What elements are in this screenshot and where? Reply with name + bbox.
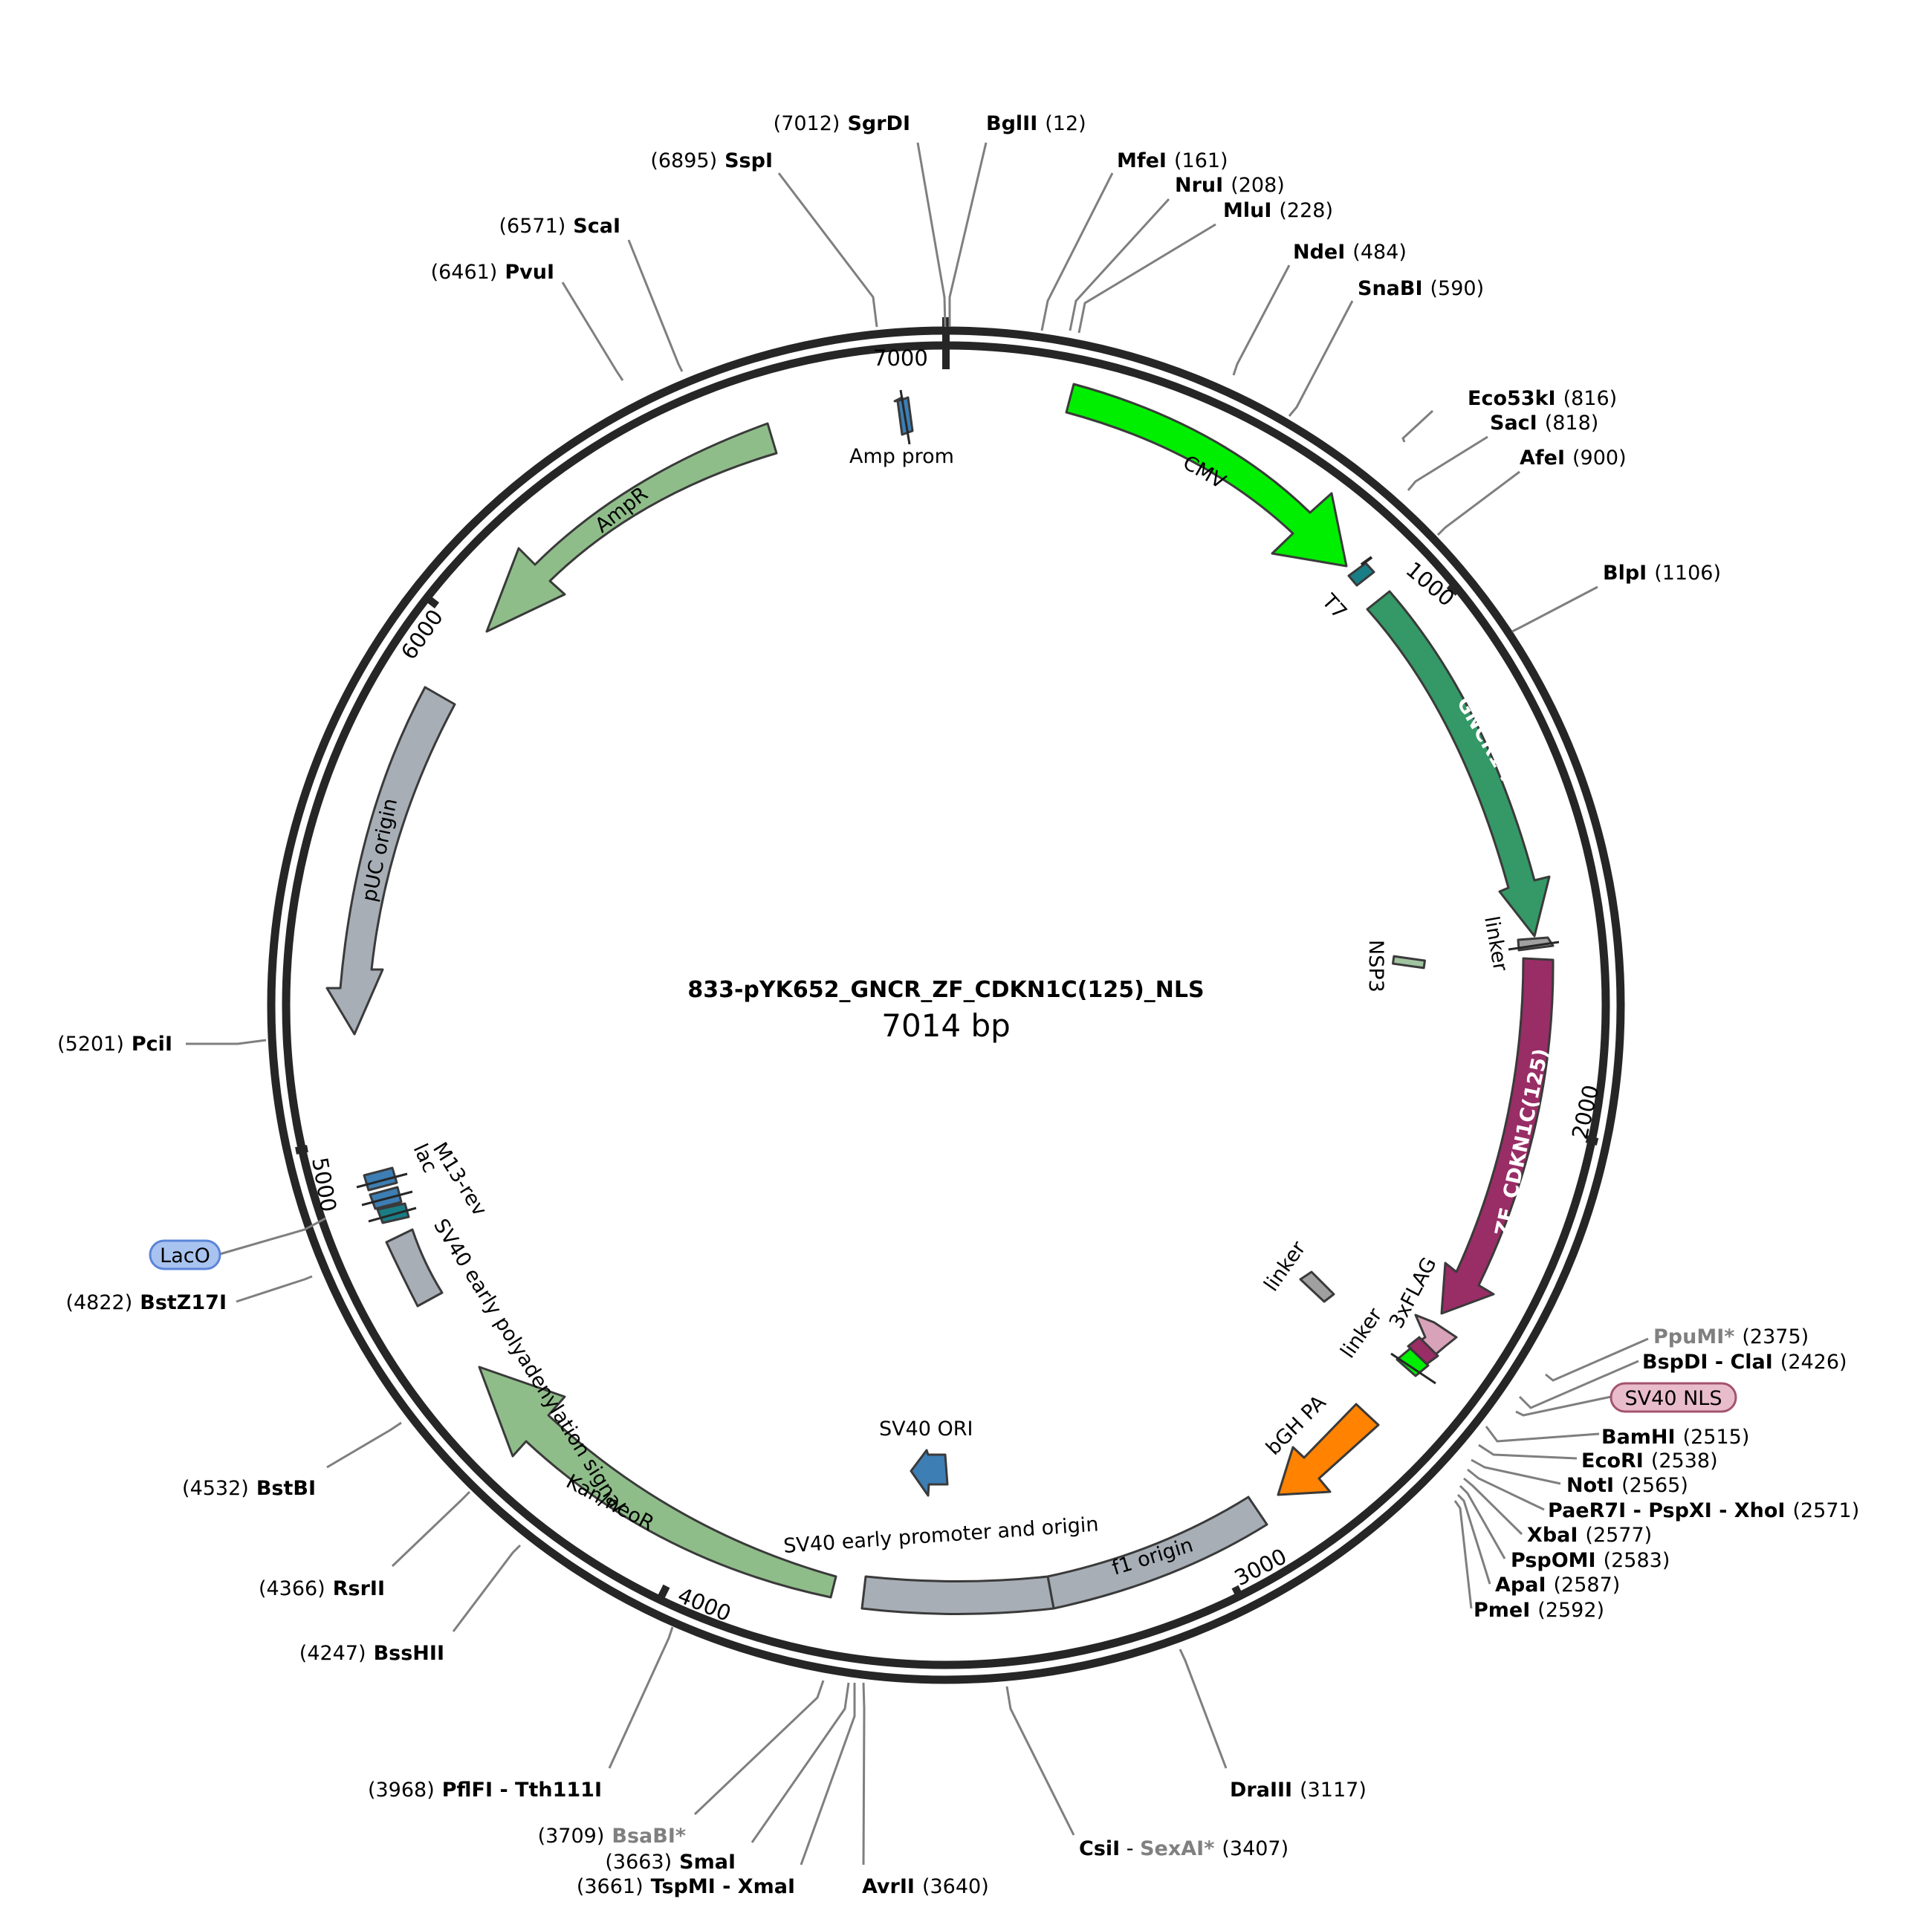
site-mfei: MfeI(161) [1117, 149, 1228, 172]
site-xbai: XbaI(2577) [1527, 1524, 1652, 1547]
site-tspmi-xmai: (3661)TspMI - XmaI [577, 1875, 795, 1898]
feature-green-tag [1395, 1347, 1430, 1377]
boxed-label-laco: LacO [149, 1217, 326, 1270]
feature-f1-origin [1046, 1496, 1268, 1610]
laco-text: LacO [160, 1244, 210, 1267]
site-ndei: NdeI(484) [1293, 241, 1407, 264]
site-ppumi: PpuMI*(2375) [1653, 1325, 1809, 1348]
site-bstbi: (4532)BstBI [182, 1477, 316, 1500]
site-labels: (7012)SgrDI BglII(12) (6895)SspI MfeI(16… [57, 112, 1859, 1898]
tick-label-2000: 2000 [1567, 1082, 1604, 1142]
label-m13-rev: M13-rev [428, 1138, 491, 1220]
site-xhoi: PaeR7I - PspXI - XhoI(2571) [1548, 1499, 1859, 1522]
site-eco53ki: Eco53kI(816) [1468, 387, 1617, 410]
tick-label-7000: 7000 [873, 345, 928, 371]
label-linker-2: linker [1260, 1236, 1311, 1296]
site-bamhi: BamHI(2515) [1601, 1426, 1749, 1449]
site-pflfi-tth111i: (3968)PflFI - Tth111I [368, 1779, 602, 1802]
feature-sv40-promoter [860, 1575, 1055, 1615]
site-snabi: SnaBI(590) [1358, 277, 1484, 300]
feature-gncr1-n [1366, 590, 1551, 938]
site-sspi: (6895)SspI [650, 149, 773, 172]
feature-t7 [1347, 562, 1375, 587]
site-csii-sexai: CsiI - SexAI*(3407) [1079, 1837, 1288, 1860]
site-nrui: NruI(208) [1175, 174, 1285, 197]
site-bstz17i: (4822)BstZ17I [65, 1291, 227, 1314]
feature-kan-neor [478, 1366, 837, 1599]
sv40-nls-text: SV40 NLS [1625, 1387, 1722, 1410]
label-sv40-ori: SV40 ORI [879, 1418, 973, 1441]
site-ecori: EcoRI(2538) [1581, 1449, 1718, 1472]
tick-label-1000: 1000 [1401, 556, 1459, 611]
site-bspdi-clai: BspDI - ClaI(2426) [1642, 1351, 1847, 1374]
site-bglii: BglII(12) [986, 112, 1086, 135]
label-linker-1: linker [1479, 915, 1512, 974]
label-t7: T7 [1317, 589, 1351, 624]
site-pspomi: PspOMI(2583) [1511, 1549, 1670, 1572]
tick-marks [295, 317, 1599, 1600]
site-pvui: (6461)PvuI [431, 261, 554, 284]
feature-linker-2 [1299, 1270, 1335, 1303]
site-bsabi: (3709)BsaBI* [538, 1825, 686, 1848]
site-pcii: (5201)PciI [57, 1033, 172, 1056]
feature-cmv [1065, 383, 1348, 568]
feature-sv40-ori [910, 1449, 949, 1497]
features [325, 383, 1560, 1615]
site-rsrii: (4366)RsrII [259, 1577, 385, 1600]
site-afei: AfeI(900) [1520, 447, 1627, 470]
site-draiii: DraIII(3117) [1230, 1779, 1367, 1802]
site-sgrdi: (7012)SgrDI [774, 112, 910, 135]
site-blpi: BlpI(1106) [1603, 562, 1721, 585]
tick-label-5000: 5000 [307, 1155, 341, 1214]
label-linker-3: linker [1336, 1303, 1387, 1363]
site-leaders [186, 142, 1649, 1866]
site-saci: SacI(818) [1490, 412, 1598, 435]
site-mlui: MluI(228) [1223, 199, 1333, 222]
site-apai: ApaI(2587) [1495, 1574, 1620, 1597]
label-sv40-promoter: SV40 early promoter and origin [782, 1513, 1099, 1558]
site-bsshii: (4247)BssHII [299, 1642, 444, 1665]
feature-puc-origin [325, 686, 456, 1036]
plasmid-name: 833-pYK652_GNCR_ZF_CDKN1C(125)_NLS [687, 977, 1204, 1003]
feature-zf-cdkn1c [1440, 957, 1555, 1315]
feature-nsp3 [1392, 955, 1426, 970]
label-3xflag: 3xFLAG [1385, 1254, 1442, 1333]
site-scai: (6571)ScaI [499, 215, 621, 238]
site-pmei: PmeI(2592) [1474, 1599, 1604, 1622]
label-nsp3: NSP3 [1364, 940, 1387, 993]
plasmid-length: 7014 bp [881, 1007, 1011, 1044]
feature-bgh-pa [1277, 1403, 1380, 1496]
feature-sv40-polya [385, 1228, 444, 1308]
feature-ampr [485, 422, 778, 633]
site-noti: NotI(2565) [1566, 1474, 1688, 1497]
site-avrii: AvrII(3640) [862, 1875, 989, 1898]
label-amp-prom: Amp prom [849, 445, 954, 468]
boxed-label-sv40-nls: SV40 NLS [1515, 1382, 1737, 1417]
site-smai: (3663)SmaI [605, 1851, 736, 1874]
